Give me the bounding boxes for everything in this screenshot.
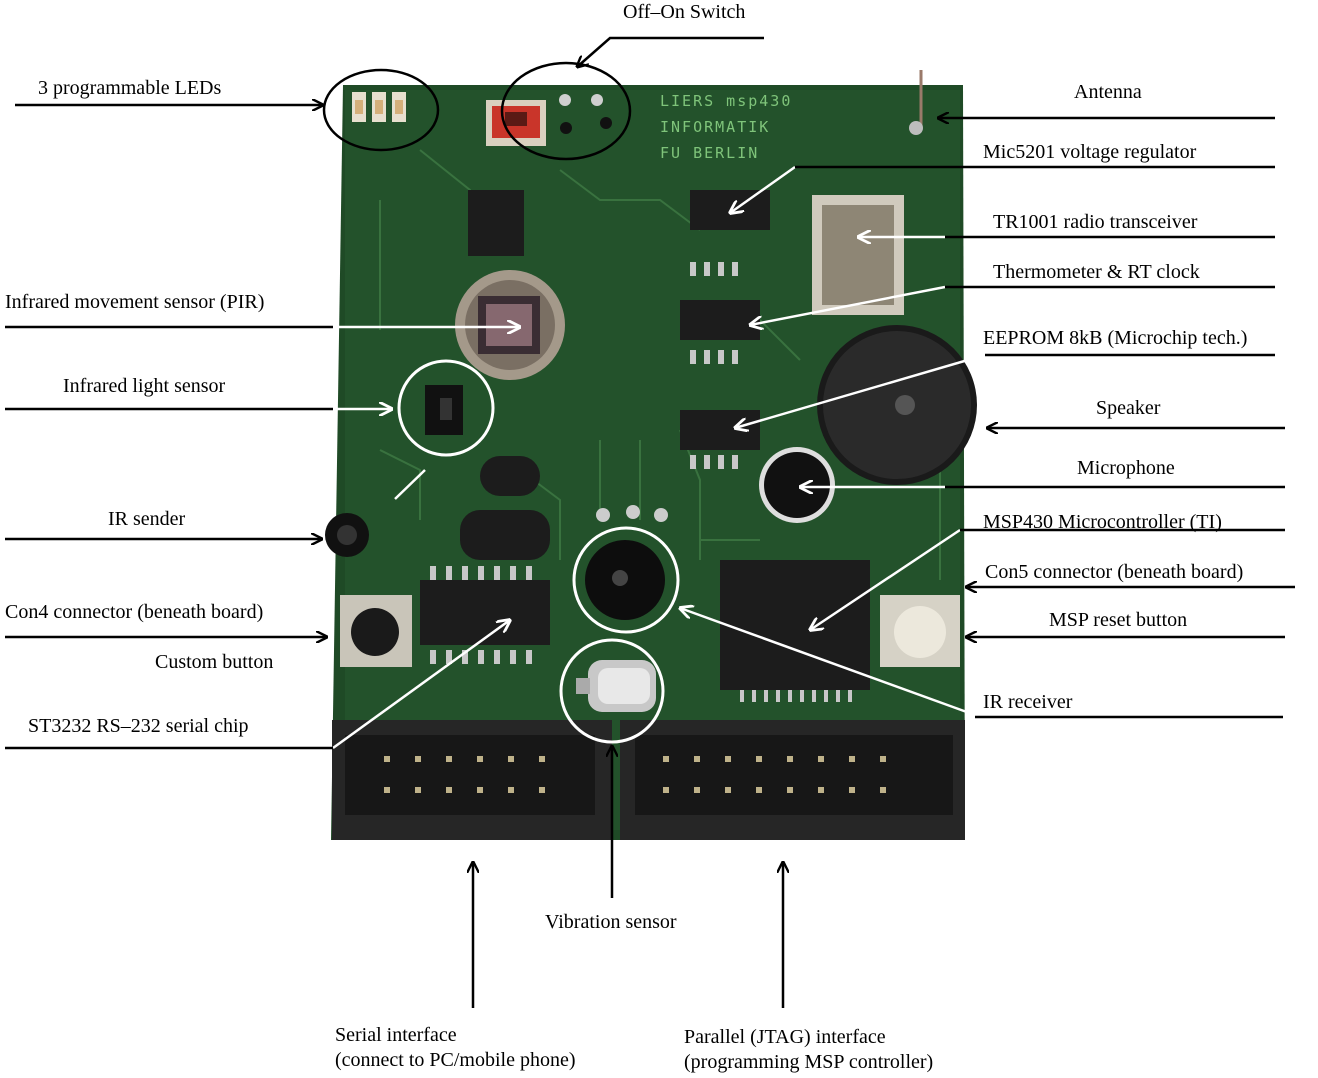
chip-pins [430, 262, 852, 702]
reset-button-module [880, 595, 960, 667]
board-text-line1: LIERS msp430 [660, 92, 792, 110]
microphone-module [759, 447, 835, 523]
label-serial-interface: Serial interface [335, 1024, 457, 1046]
label-msp430-microcontroller: MSP430 Microcontroller (TI) [983, 511, 1222, 533]
light-sensor-module [425, 385, 463, 435]
label-pir-sensor: Infrared movement sensor (PIR) [5, 291, 265, 313]
radio-module [812, 195, 904, 315]
power-switch [486, 94, 612, 146]
speaker-module [817, 325, 977, 485]
label-infrared-light-sensor: Infrared light sensor [63, 375, 226, 397]
label-serial-chip: ST3232 RS–232 serial chip [28, 715, 249, 737]
white-pointers [332, 165, 986, 750]
board-text-line3: FU BERLIN [660, 144, 759, 162]
label-radio-transceiver: TR1001 radio transceiver [993, 211, 1198, 233]
header-connectors [332, 720, 965, 840]
label-parallel-interface: Parallel (JTAG) interface [684, 1026, 886, 1048]
ir-sender-module [325, 513, 369, 557]
label-microphone: Microphone [1077, 457, 1175, 479]
label-thermometer-clock: Thermometer & RT clock [993, 261, 1200, 283]
label-custom-button: Custom button [155, 651, 274, 673]
label-con5-connector: Con5 connector (beneath board) [985, 561, 1244, 583]
led-group [352, 92, 406, 122]
label-ir-receiver: IR receiver [983, 691, 1073, 713]
custom-button-module [340, 595, 412, 667]
label-parallel-interface-note: (programming MSP controller) [684, 1051, 934, 1073]
ir-receiver-module [585, 505, 668, 620]
label-ir-sender: IR sender [108, 508, 186, 530]
label-vibration-sensor: Vibration sensor [545, 911, 677, 933]
label-antenna: Antenna [1074, 81, 1142, 103]
label-off-on-switch: Off–On Switch [623, 1, 746, 23]
label-speaker: Speaker [1096, 397, 1161, 419]
leader-lines [5, 36, 1295, 1008]
vibration-module [576, 660, 656, 712]
antenna-wire [909, 70, 923, 135]
label-programmable-leds: 3 programmable LEDs [38, 77, 222, 99]
label-voltage-regulator: Mic5201 voltage regulator [983, 141, 1197, 163]
label-msp-reset-button: MSP reset button [1049, 609, 1188, 631]
board-silkscreen: LIERS msp430 INFORMATIK FU BERLIN [660, 92, 792, 162]
board-text-line2: INFORMATIK [660, 118, 770, 136]
label-eeprom: EEPROM 8kB (Microchip tech.) [983, 327, 1248, 349]
label-con4-connector: Con4 connector (beneath board) [5, 601, 264, 623]
pir-module [455, 270, 565, 380]
label-serial-interface-note: (connect to PC/mobile phone) [335, 1049, 576, 1071]
chips [420, 190, 870, 690]
callout-circles [322, 61, 680, 744]
